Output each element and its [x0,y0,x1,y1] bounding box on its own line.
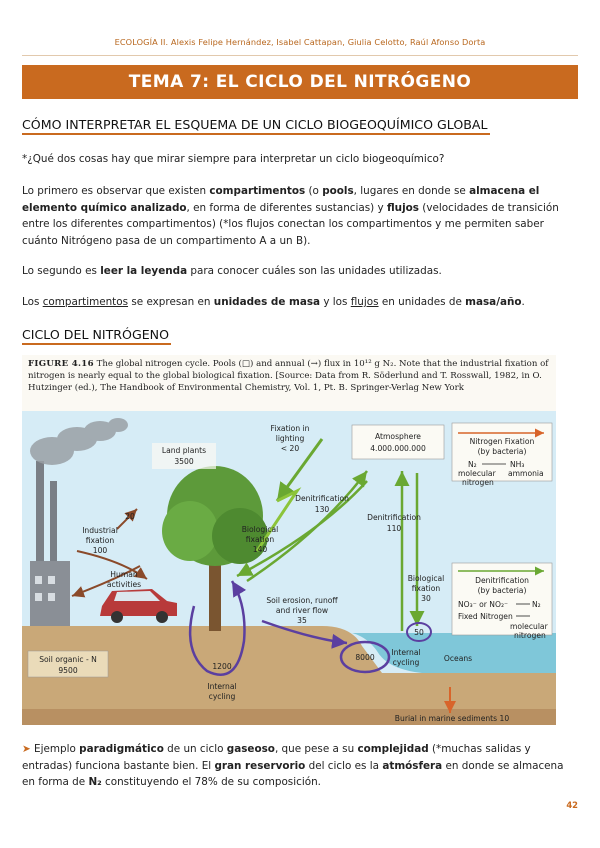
figure-caption-text: The global nitrogen cycle. Pools (□) and… [28,359,548,393]
label-soil-erosion: Soil erosion, runoff [266,596,338,605]
text: (o [305,185,322,197]
label-cycling-ocean: cycling [393,658,420,667]
text: se expresan en [128,296,214,308]
label-n2-key: N₂ [532,600,541,609]
label-atmosphere: Atmosphere [375,432,421,441]
label-burial: Burial in marine sediments 10 [395,714,510,723]
bullet-arrow-icon: ➤ [22,743,31,755]
text: Los [22,296,43,308]
section-heading-nitrogen-cycle: CICLO DEL NITRÓGENO [22,326,171,345]
label-denitrification-land-value: 130 [315,505,330,514]
term-flujos-underlined: flujos [351,296,379,308]
label-biological-fixation-ocean: Biological [408,574,445,583]
label-by-bacteria: (by bacteria) [478,447,527,456]
term-pools: pools [322,185,353,197]
label-land-plants: Land plants [162,446,206,455]
term-complejidad: complejidad [358,743,429,755]
label-oceans: Oceans [444,654,472,663]
term-paradigmatico: paradigmático [79,743,164,755]
page-number: 42 [566,800,578,810]
label-ammonia: ammonia [508,469,544,478]
label-biological-fixation-land: Biological [242,525,279,534]
label-industrial: Industrial [82,526,118,535]
nitrogen-cycle-figure: FIGURE 4.16 The global nitrogen cycle. P… [22,355,556,725]
label-land-plants-value: 3500 [174,457,193,466]
header-divider [22,55,578,56]
section-heading-interpret: CÓMO INTERPRETAR EL ESQUEMA DE UN CICLO … [22,116,490,135]
label-industrial-value: 100 [93,546,108,555]
conclusion-paragraph: ➤ Ejemplo paradigmático de un ciclo gase… [22,741,578,791]
text: de un ciclo [164,743,227,755]
label-soil-erosion-value: 35 [297,616,307,625]
figure-label: FIGURE 4.16 [28,359,94,369]
label-fixation-lightning: Fixation in [271,424,310,433]
pool-atmosphere [352,425,444,459]
label-denitrification-key-2: (by bacteria) [478,586,527,595]
term-gran-reservorio: gran reservorio [214,760,305,772]
text: , lugares en donde se [354,185,469,197]
text: del ciclo es la [305,760,382,772]
label-nitrogen: nitrogen [462,478,494,487]
label-industrial-fixation: fixation [86,536,115,545]
text: en unidades de [379,296,466,308]
label-internal-ocean: Internal [391,648,420,657]
chapter-title: TEMA 7: EL CICLO DEL NITRÓGENO [22,65,578,99]
compartments-paragraph: Lo primero es observar que existen compa… [22,183,578,249]
text: y los [320,296,351,308]
label-soil-organic: Soil organic - N [39,655,97,664]
text: para conocer cuáles son las unidades uti… [187,265,442,277]
label-fixation-lightning-value: < 20 [281,444,300,453]
label-denitrification-ocean-value: 110 [387,524,402,533]
term-compartimentos-underlined: compartimentos [43,296,128,308]
term-leyenda: leer la leyenda [100,265,187,277]
term-flujos: flujos [387,202,419,214]
label-atmosphere-value: 4.000.000.000 [370,444,426,453]
label-denitrification-ocean: Denitrification [367,513,421,522]
label-biological-fixation-ocean-2: fixation [412,584,441,593]
label-denitrification-key: Denitrification [475,576,529,585]
term-gaseoso: gaseoso [227,743,275,755]
text: . [522,296,525,308]
label-human: Human [110,570,138,579]
label-river-flow: and river flow [276,606,328,615]
term-atmosfera: atmósfera [382,760,442,772]
legend-paragraph: Lo segundo es leer la leyenda para conoc… [22,263,578,280]
label-fixed-nitrogen: Fixed Nitrogen [458,612,513,621]
label-flux-20: 20 [125,512,135,521]
text: constituyendo el 78% de su composición. [102,776,321,788]
term-masa-ano: masa/año [465,296,521,308]
label-soil-organic-value: 9500 [58,666,77,675]
label-fixation-lightning-2: lighting [276,434,305,443]
label-human-activities: activities [107,580,141,589]
term-n2: N₂ [88,776,101,788]
text: , que pese a su [275,743,358,755]
units-paragraph: Los compartimentos se expresan en unidad… [22,294,578,311]
label-biological-fixation-land-2: fixation [246,535,275,544]
text: Lo primero es observar que existen [22,185,209,197]
label-biological-fixation-land-value: 140 [253,545,268,554]
text: Lo segundo es [22,265,100,277]
page-header: ECOLOGÍA II. Alexis Felipe Hernández, Is… [0,37,600,47]
label-nitrogen-2: nitrogen [514,631,546,640]
text: Ejemplo [31,743,79,755]
label-molecular-2: molecular [510,622,549,631]
term-unidades-masa: unidades de masa [214,296,320,308]
label-internal-land: Internal [207,682,236,691]
term-compartimentos: compartimentos [209,185,305,197]
label-nitrogen-fixation-key: Nitrogen Fixation [470,437,535,446]
label-internal-cycling-land-value: 1200 [212,662,231,671]
label-molecular: molecular [458,469,497,478]
question-paragraph: *¿Qué dos cosas hay que mirar siempre pa… [22,151,578,168]
label-no3: NO₃⁻ or NO₂⁻ [458,600,508,609]
label-n2: N₂ [468,460,477,469]
label-internal-cycling-ocean-value: 8000 [355,653,374,662]
label-flux-50: 50 [414,628,424,637]
label-cycling-land: cycling [209,692,236,701]
label-denitrification-land: Denitrification [295,494,349,503]
text: , en forma de diferentes sustancias) y [187,202,387,214]
nitrogen-cycle-diagram: Land plants 3500 Fixation in lighting < … [22,411,556,725]
label-biological-fixation-ocean-value: 30 [421,594,431,603]
figure-caption: FIGURE 4.16 The global nitrogen cycle. P… [28,358,550,394]
label-nh3: NH₃ [510,460,524,469]
